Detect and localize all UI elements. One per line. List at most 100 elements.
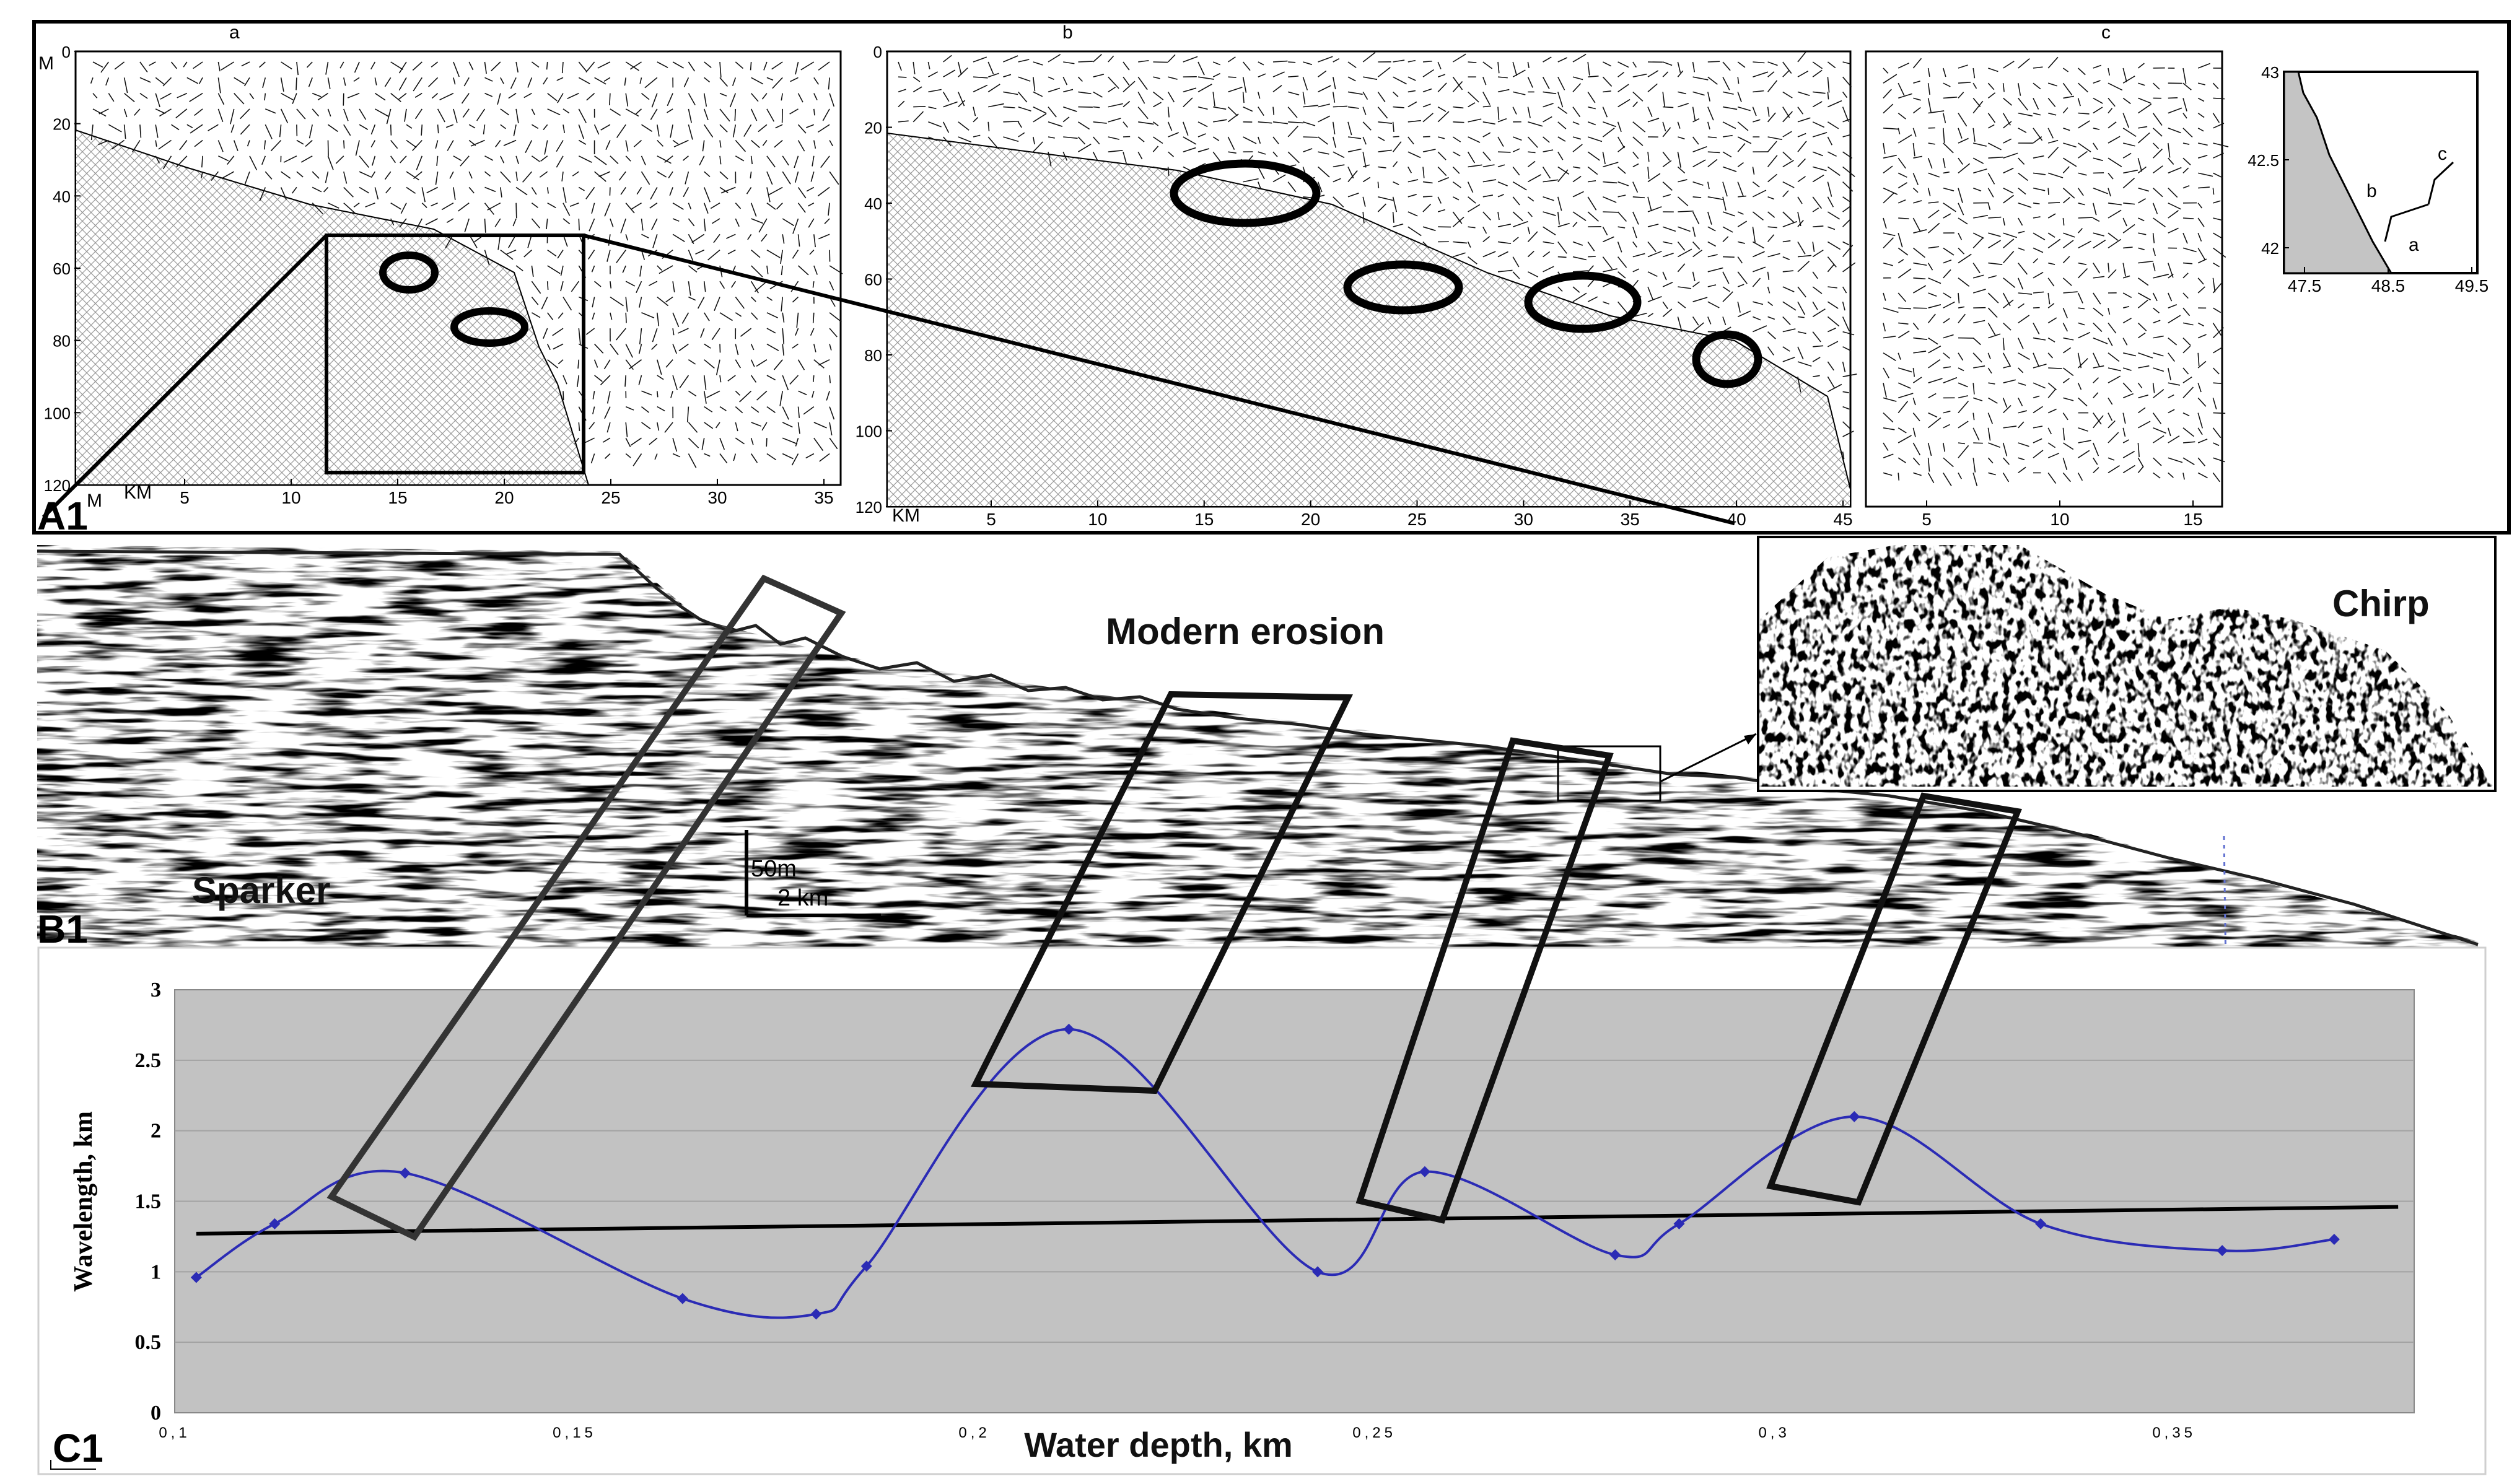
highlight-ellipse — [1524, 271, 1642, 333]
x-tick-label: 5 — [180, 488, 190, 507]
y-tick-label: 43 — [2261, 63, 2279, 82]
x-tick-label: 30 — [1514, 510, 1533, 529]
data-point — [1311, 1266, 1323, 1278]
data-point — [676, 1293, 688, 1304]
x-tick-label: 35 — [1621, 510, 1640, 529]
y-tick-label: 60 — [864, 271, 882, 289]
section-a-km-label: KM — [124, 482, 152, 503]
chirp-label: Chirp — [2332, 583, 2430, 624]
current-vectors — [90, 61, 843, 468]
inset-profile-lines — [2427, 161, 2454, 205]
data-point — [1849, 1111, 1860, 1122]
erosion-label: Modern erosion — [1106, 611, 1385, 652]
x-tick-label: 15 — [1194, 510, 1214, 529]
x-tick-label: 45 — [1833, 510, 1852, 529]
y-tick-label: 42.5 — [2248, 151, 2279, 170]
x-axis-label: Water depth, km — [1024, 1425, 1293, 1464]
y-tick-label: 2.5 — [135, 1049, 162, 1072]
y-tick-label: 40 — [53, 187, 71, 206]
current-vectors — [898, 51, 1857, 460]
y-tick-label: 40 — [864, 194, 882, 213]
x-tick-label: 10 — [1088, 510, 1107, 529]
x-tick-label: 0,25 — [1352, 1425, 1396, 1441]
x-tick-label: 30 — [707, 488, 727, 507]
x-tick-label: 5 — [986, 510, 996, 529]
highlight-ellipse — [1692, 330, 1762, 388]
inset-profile-lines — [2384, 203, 2429, 242]
highlight-ellipse — [1343, 260, 1463, 315]
data-point — [190, 1272, 202, 1283]
x-tick-label: 48.5 — [2371, 276, 2405, 295]
data-point — [1419, 1166, 1430, 1177]
section-c-letter: c — [2101, 22, 2111, 43]
y-tick-label: 0.5 — [135, 1331, 162, 1354]
section-c-frame — [1865, 50, 2223, 508]
y-tick-label: 60 — [53, 260, 71, 278]
wavelength-curve — [195, 1028, 2335, 1319]
sparker-label: Sparker — [192, 870, 330, 911]
y-tick-label: 0 — [873, 43, 882, 61]
inset-profile-label: b — [2366, 181, 2377, 201]
chirp-connector — [1660, 733, 1757, 783]
section-a-unit-top: M — [38, 53, 54, 74]
y-tick-label: 80 — [53, 332, 71, 351]
x-tick-label: 5 — [1922, 510, 1932, 529]
y-tick-label: 42 — [2261, 239, 2279, 258]
y-tick-label: 20 — [53, 115, 71, 134]
inset-profile-label: c — [2438, 144, 2447, 164]
x-tick-label: 10 — [281, 488, 300, 507]
linking-rectangles — [326, 574, 2022, 1241]
x-tick-label: 25 — [601, 488, 620, 507]
panel-label-c1: C1 — [53, 1426, 103, 1470]
link-rectangle — [1766, 792, 2022, 1206]
section-a-seabed — [75, 129, 590, 486]
x-tick-label: 49.5 — [2455, 276, 2489, 295]
y-tick-label: 100 — [44, 404, 71, 422]
trend-line — [196, 1205, 2399, 1236]
scale-vertical-label: 50m — [751, 856, 797, 882]
data-point — [2328, 1233, 2340, 1245]
link-rectangle — [1355, 737, 1614, 1224]
panel-a1-frame — [32, 20, 2511, 535]
zoom-connector — [42, 234, 328, 519]
section-b-km-label: KM — [892, 505, 920, 526]
section-a-letter: a — [229, 22, 240, 43]
x-tick-label: 10 — [2050, 510, 2069, 529]
data-point — [810, 1308, 822, 1320]
data-point — [1609, 1249, 1621, 1261]
y-tick-label: 0 — [62, 43, 71, 61]
data-point — [399, 1167, 411, 1179]
x-tick-label: 15 — [388, 488, 407, 507]
chirp-inset: Chirp — [1757, 536, 2497, 792]
y-axis-label: Wavelength, km — [69, 1111, 98, 1292]
scale-horizontal-label: 2 km — [777, 885, 828, 911]
x-tick-label: 47.5 — [2288, 276, 2322, 295]
highlight-ellipse — [1170, 159, 1321, 227]
section-a-unit-bottom: M — [87, 491, 102, 511]
link-rectangle — [971, 691, 1353, 1094]
y-tick-label: 1.5 — [135, 1190, 162, 1213]
y-tick-label: 2 — [151, 1120, 161, 1143]
y-tick-label: 20 — [864, 119, 882, 137]
data-point — [2217, 1245, 2228, 1257]
inset-land — [2283, 71, 2393, 274]
x-tick-label: 20 — [1301, 510, 1320, 529]
seafloor-line — [37, 549, 2479, 946]
section-b-letter: b — [1062, 22, 1073, 43]
x-tick-label: 35 — [814, 488, 833, 507]
data-point — [860, 1260, 872, 1272]
data-point — [2035, 1218, 2047, 1229]
x-tick-label: 0,1 — [159, 1425, 190, 1441]
x-tick-label: 25 — [1407, 510, 1427, 529]
x-tick-label: 0,3 — [1758, 1425, 1790, 1441]
link-rectangle — [326, 574, 846, 1241]
highlight-ellipse — [379, 251, 439, 294]
y-tick-label: 1 — [151, 1260, 161, 1283]
highlight-ellipse — [450, 307, 528, 347]
data-point — [1063, 1023, 1075, 1035]
chirp-source-box — [1557, 745, 1661, 802]
y-tick-label: 3 — [151, 979, 161, 1002]
